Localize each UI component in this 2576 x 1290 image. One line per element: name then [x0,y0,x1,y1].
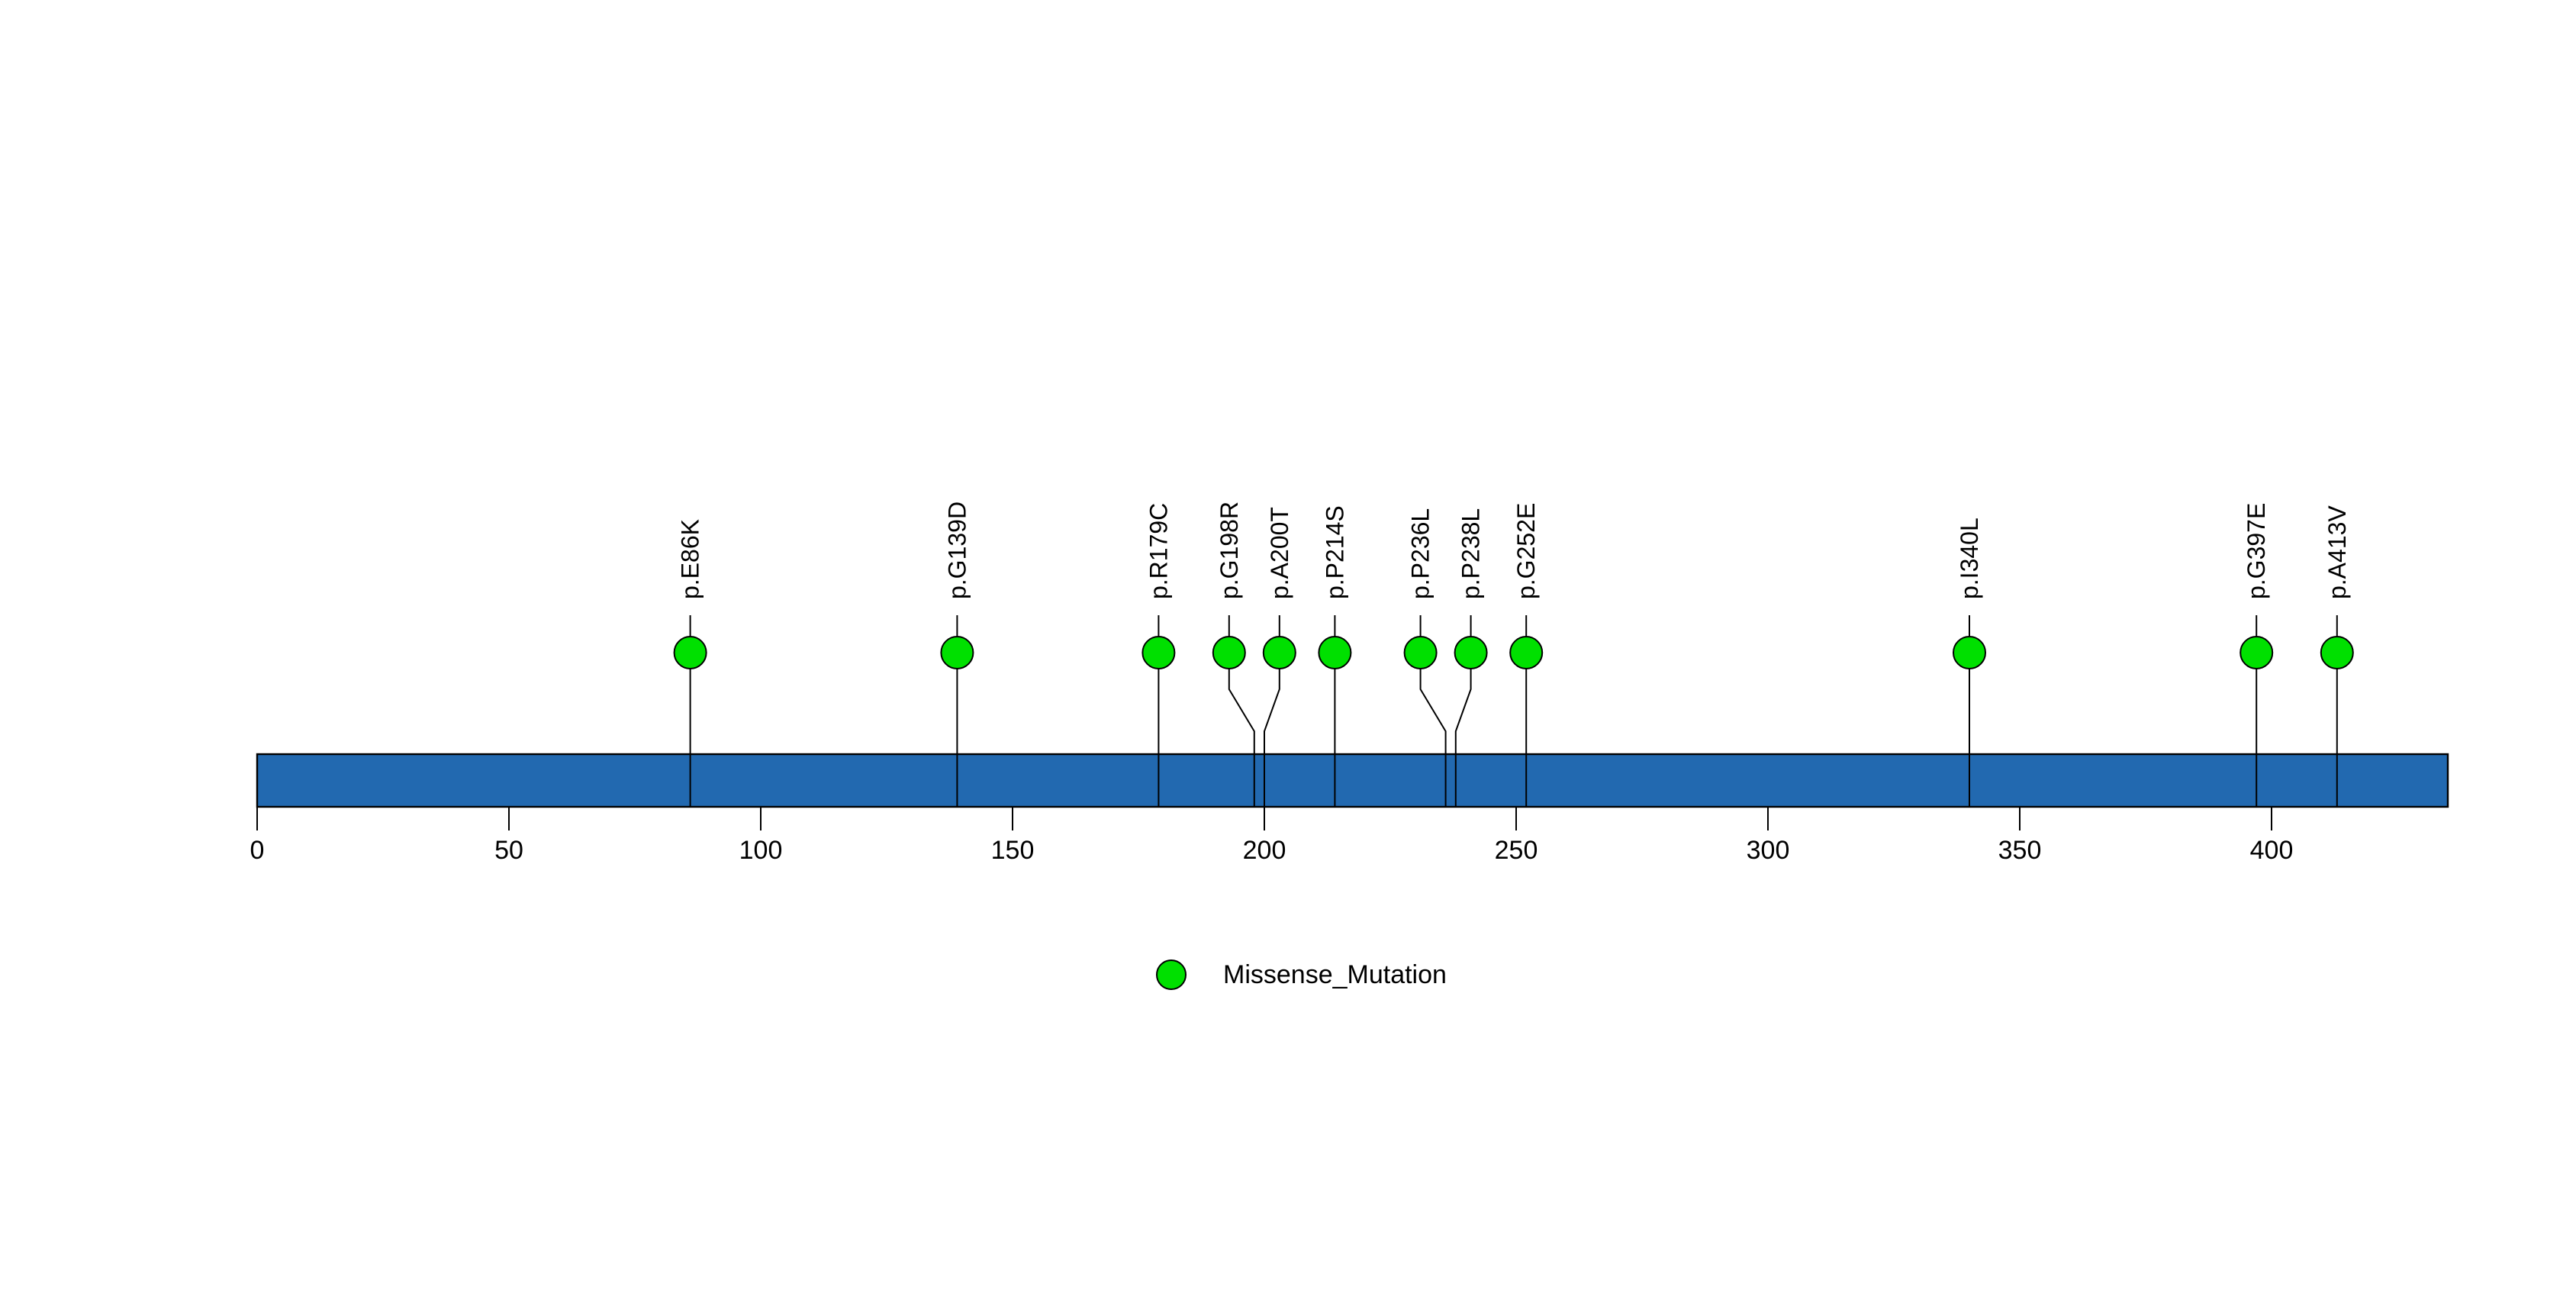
mutation-label: p.G397E [2243,503,2270,599]
axis-tick-label: 400 [2250,836,2294,865]
mutation-label: p.A413V [2323,505,2351,599]
axis-tick-label: 100 [739,836,783,865]
mutation-circle [940,636,974,669]
mutation-circle [1403,636,1438,669]
mutation-label: p.R179C [1145,503,1172,599]
mutation-circle [2320,636,2354,669]
mutation-label: p.P238L [1457,508,1485,599]
legend: Missense_Mutation [1156,958,1447,992]
mutation-circle [1953,636,1986,669]
mutation-label: p.P236L [1407,508,1435,599]
mutation-circle [1262,636,1296,669]
mutation-label: p.E86K [677,519,704,599]
mutation-circle [1509,636,1544,669]
axis-tick-label: 350 [1998,836,2042,865]
mutation-label: p.A200T [1266,507,1293,599]
mutation-circle [1141,636,1176,669]
legend-missense-swatch-icon [1156,959,1187,990]
axis-tick-label: 50 [494,836,523,865]
mutation-circle [2240,636,2274,669]
mutation-label: p.G198R [1216,501,1243,599]
axis-tick-label: 200 [1243,836,1286,865]
mutation-circle [1318,636,1352,669]
mutation-circle [673,636,707,669]
mutation-label: p.G139D [943,501,971,599]
mutation-circle [1454,636,1488,669]
mutation-circle [1212,636,1246,669]
mutation-label: p.P214S [1321,505,1348,599]
legend-missense-label: Missense_Mutation [1223,959,1447,989]
protein-backbone-bar [256,753,2449,808]
axis-tick-label: 300 [1747,836,1790,865]
axis-tick-label: 0 [250,836,265,865]
axis-tick-label: 250 [1495,836,1538,865]
mutation-label: p.G252E [1512,503,1540,599]
axis-tick-label: 150 [991,836,1035,865]
mutation-label: p.I340L [1956,518,1983,599]
